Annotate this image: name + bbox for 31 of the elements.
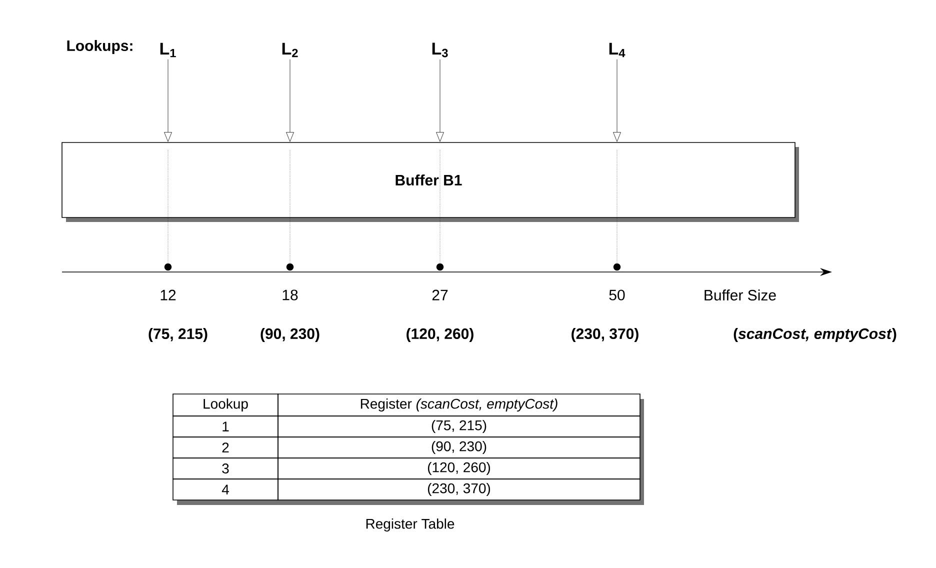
table-caption: Register Table <box>366 518 454 532</box>
lookups-label: Lookups: <box>67 40 132 54</box>
table-cell: 1 <box>172 416 278 438</box>
cost-pair: (230, 370) <box>572 328 638 342</box>
cost-pair: (120, 260) <box>406 328 474 342</box>
lookup-label: L$_{3}$ <box>432 42 448 58</box>
axis-title: Buffer Size <box>704 290 776 300</box>
tick-label: 50 <box>609 290 625 300</box>
arrow <box>164 59 172 142</box>
arrow <box>436 59 444 142</box>
table-cell: (75, 215) <box>278 416 640 438</box>
table-cell: 4 <box>172 478 278 500</box>
cost-pair: (75, 215) <box>148 328 208 342</box>
table-cell: (90, 230) <box>278 436 640 458</box>
arrow <box>286 59 294 142</box>
arrow <box>613 59 621 142</box>
lookup-label: L$_{1}$ <box>160 42 176 58</box>
table-cell: 2 <box>172 436 278 458</box>
tick-label: 27 <box>432 290 448 300</box>
tick-label: 12 <box>160 290 176 300</box>
lookup-label: L$_{2}$ <box>282 42 298 58</box>
buffer-box: Buffer B1 <box>62 142 799 222</box>
table-cell: Lookup <box>172 394 278 416</box>
cost-pair: (90, 230) <box>260 328 320 342</box>
lookup-label: L$_{4}$ <box>609 42 626 58</box>
table-cell: Register (scanCost, emptyCost) <box>278 394 640 416</box>
cost-legend: (scanCost, emptyCost) <box>734 328 896 342</box>
tick-label: 18 <box>282 290 298 300</box>
table-cell: 3 <box>172 458 278 480</box>
table-cell: (120, 260) <box>278 458 640 480</box>
table-cell: (230, 370) <box>278 478 640 500</box>
